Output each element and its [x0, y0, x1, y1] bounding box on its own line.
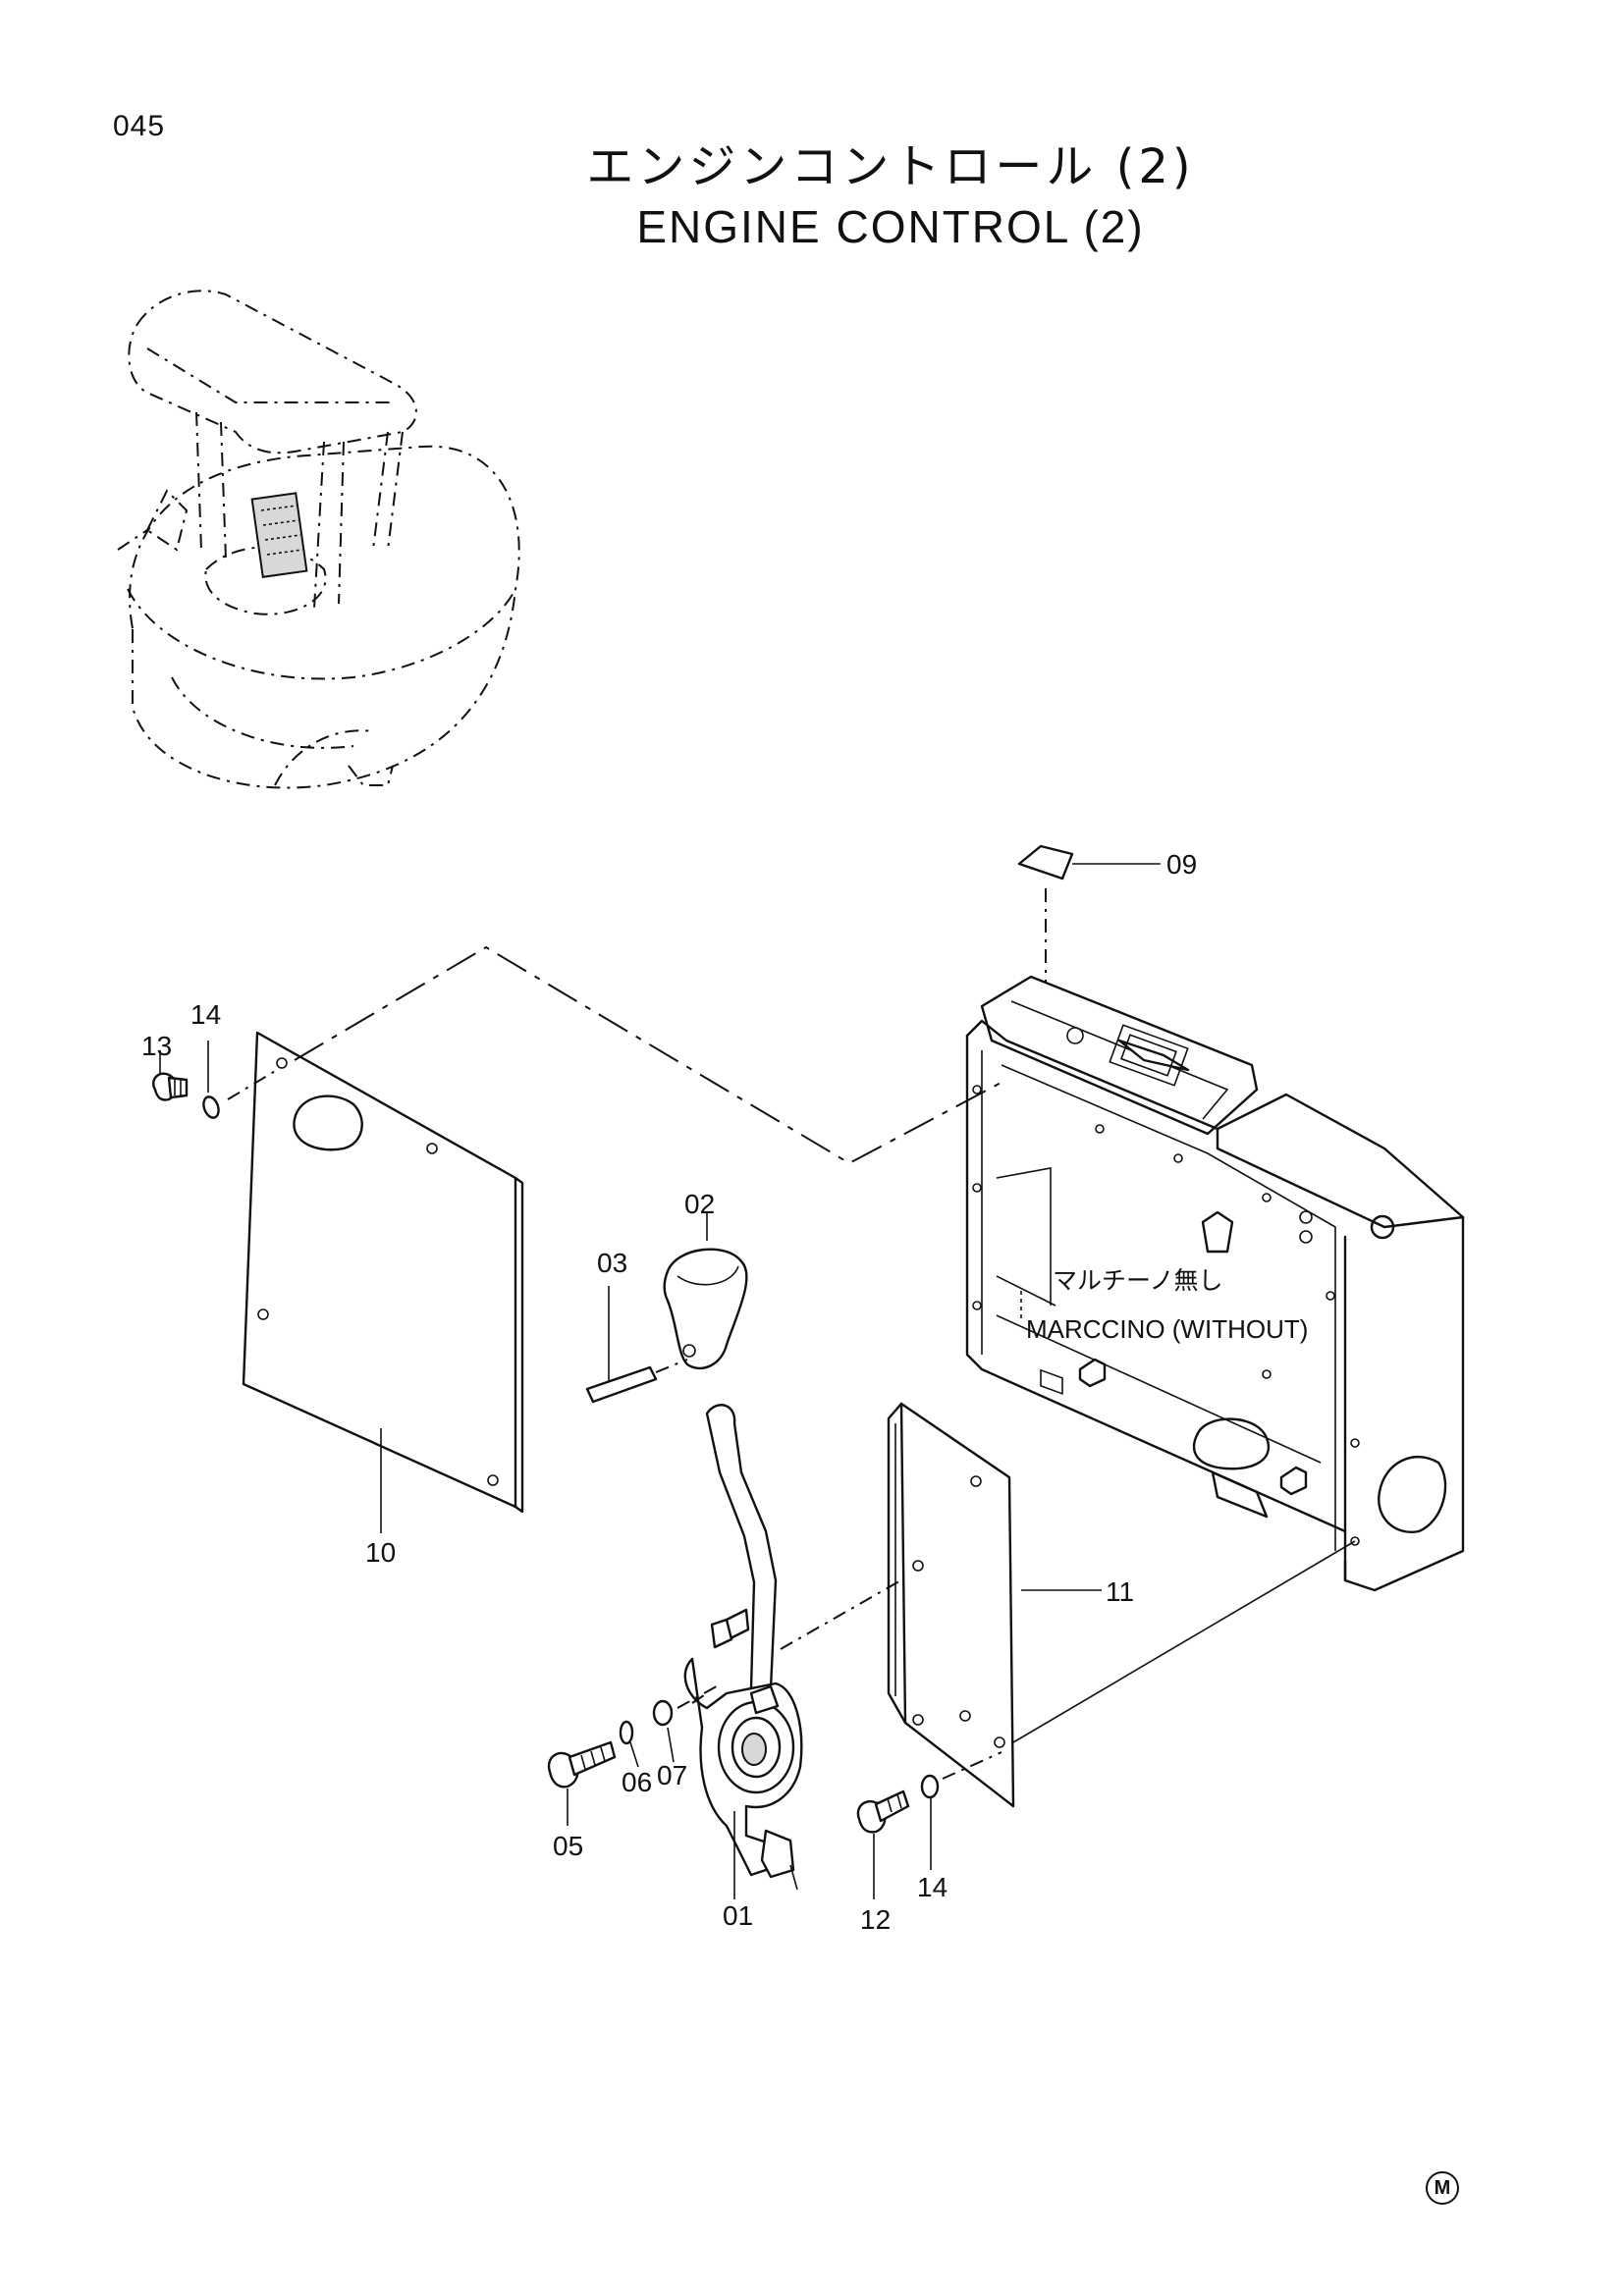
- callout-10: 10: [365, 1537, 396, 1568]
- page-number: 045: [113, 110, 166, 142]
- corner-mark-badge: M: [1426, 2171, 1459, 2205]
- page-title: エンジンコントロール (2) ENGINE CONTROL (2): [0, 128, 1624, 253]
- callout-07: 07: [657, 1760, 687, 1790]
- callout-06: 06: [622, 1767, 652, 1797]
- machine-overview-illustration: [117, 290, 520, 789]
- note-japanese: マルチーノ無し: [1053, 1266, 1223, 1295]
- note-english: MARCCINO (WITHOUT): [1026, 1314, 1308, 1344]
- decal-part: [1017, 844, 1161, 991]
- knob-part: [663, 1212, 748, 1370]
- callout-01: 01: [723, 1900, 753, 1931]
- callout-12: 12: [860, 1904, 891, 1935]
- title-japanese: エンジンコントロール (2): [586, 139, 1195, 194]
- bolt-washer-set-lever: [547, 1682, 723, 1826]
- callout-09: 09: [1166, 849, 1197, 880]
- callout-13: 13: [141, 1031, 172, 1061]
- console-frame: [965, 975, 1465, 1592]
- bolt-washer-set-left: [152, 1041, 278, 1119]
- callout-03: 03: [597, 1248, 627, 1278]
- callout-11: 11: [1106, 1576, 1134, 1607]
- callout-14-bottom: 14: [917, 1872, 947, 1902]
- bolt-washer-set-right: [856, 1751, 1002, 1899]
- callout-05: 05: [553, 1831, 583, 1861]
- pin-part: [585, 1286, 688, 1404]
- cover-plate: [242, 1031, 524, 1514]
- lever-assembly: [683, 1404, 919, 1899]
- centerline-plate: [294, 945, 1007, 1165]
- callout-14-top: 14: [190, 999, 221, 1030]
- side-plate: [887, 1402, 1356, 1808]
- callout-02: 02: [684, 1189, 715, 1219]
- title-english: ENGINE CONTROL (2): [636, 201, 1145, 252]
